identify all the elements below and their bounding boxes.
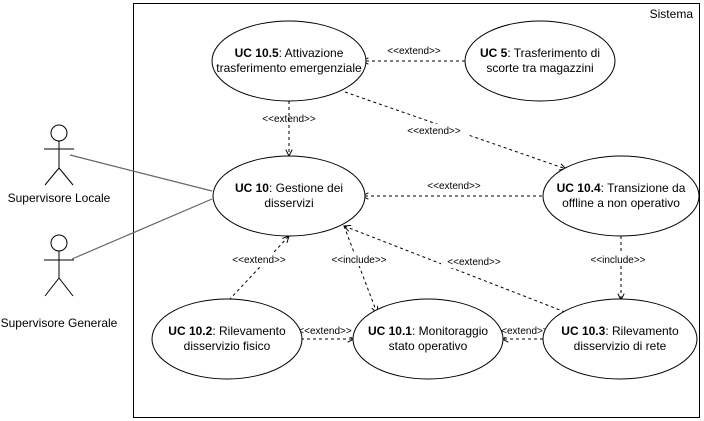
uc10-2-title: : Rilevamento [212, 324, 286, 338]
label-uc10-3-uc10: <<extend>> [447, 257, 501, 268]
actor-right-leg [58, 167, 74, 186]
label-uc10-5-uc10: <<extend>> [262, 114, 316, 125]
uc10-5-code: UC 10.5 [235, 46, 279, 60]
svg-text:UC 10.1: Monitoraggio: UC 10.1: Monitoraggio [368, 324, 488, 338]
label-uc5-uc10-5: <<extend>> [387, 46, 441, 57]
use-case-uc10-5[interactable]: UC 10.5: Attivazione trasferimento emerg… [211, 20, 367, 102]
uc10-2-code: UC 10.2 [168, 324, 212, 338]
uc10-4-subtitle: offline a non operativo [562, 196, 680, 210]
uc10-1-code: UC 10.1 [368, 324, 412, 338]
actor-name: Supervisore Locale [8, 191, 111, 205]
uc5-subtitle: scorte tra magazzini [486, 61, 593, 75]
actor-right-leg [58, 277, 74, 297]
uc10-1-subtitle: stato operativo [389, 339, 468, 353]
label-uc10-5-uc10-4: <<extend>> [407, 126, 461, 137]
svg-text:UC 10.3: Rilevamento: UC 10.3: Rilevamento [561, 324, 679, 338]
uc5-code: UC 5 [480, 46, 508, 60]
uc10-5-title: : Attivazione [279, 46, 344, 60]
svg-text:UC 10.2: Rilevamento: UC 10.2: Rilevamento [168, 324, 286, 338]
svg-text:UC 10: Gestione dei: UC 10: Gestione dei [235, 181, 343, 195]
uc10-5-subtitle: trasferimento emergenziale [216, 61, 362, 75]
relation-uc10-2-uc10 [228, 236, 289, 301]
svg-text:UC 10.5: Attivazione: UC 10.5: Attivazione [235, 46, 344, 60]
actor-left-leg [44, 277, 60, 297]
uc10-4-code: UC 10.4 [557, 181, 601, 195]
use-case-uc10-4[interactable]: UC 10.4: Transizione da offline a non op… [542, 155, 700, 237]
uc10-subtitle: disservizi [264, 196, 313, 210]
actor-supervisore-generale[interactable]: Supervisore Generale [1, 234, 118, 330]
uc10-3-subtitle: disservizio di rete [574, 339, 667, 353]
uc5-title: : Trasferimento di [507, 46, 600, 60]
actor-name: Supervisore Generale [1, 316, 118, 330]
relation-uc10-3-uc10 [344, 226, 566, 313]
actor-head [50, 124, 68, 142]
actor-supervisore-locale[interactable]: Supervisore Locale [8, 124, 111, 205]
uc10-code: UC 10 [235, 181, 269, 195]
uc10-title: : Gestione dei [269, 181, 343, 195]
relation-uc10-uc10-1 [343, 225, 377, 313]
use-case-uc10-3[interactable]: UC 10.3: Rilevamento disservizio di rete [542, 298, 698, 380]
system-boundary [133, 3, 700, 418]
uc10-3-code: UC 10.3 [561, 324, 605, 338]
svg-text:UC 5: Trasferimento di: UC 5: Trasferimento di [480, 46, 600, 60]
label-uc10-4-uc10-3: <<include>> [590, 255, 645, 266]
uc10-2-subtitle: disservizio fisico [184, 339, 271, 353]
use-case-uc5[interactable]: UC 5: Trasferimento di scorte tra magazz… [464, 20, 616, 102]
association-generale-uc10 [71, 198, 213, 260]
use-case-uc10-1[interactable]: UC 10.1: Monitoraggio stato operativo [352, 298, 504, 380]
actor-left-leg [44, 167, 60, 186]
label-uc10-2-uc10: <<extend>> [232, 255, 286, 266]
label-uc10-4-uc10: <<extend>> [427, 181, 481, 192]
use-case-uc10-2[interactable]: UC 10.2: Rilevamento disservizio fisico [151, 298, 303, 380]
label-uc10-3-uc10-1: <<extend>> [495, 326, 549, 337]
svg-text:UC 10.4: Transizione da: UC 10.4: Transizione da [557, 181, 686, 195]
use-case-uc10[interactable]: UC 10: Gestione dei disservizi [212, 155, 366, 237]
label-uc10-2-uc10-1: <<extend>> [298, 326, 352, 337]
label-uc10-uc10-1: <<include>> [331, 255, 386, 266]
uc10-3-title: : Rilevamento [605, 324, 679, 338]
actor-head [50, 234, 68, 252]
uc10-4-title: : Transizione da [601, 181, 686, 195]
system-title: Sistema [650, 7, 694, 21]
association-locale-uc10 [69, 154, 213, 192]
uc10-1-title: : Monitoraggio [412, 324, 488, 338]
